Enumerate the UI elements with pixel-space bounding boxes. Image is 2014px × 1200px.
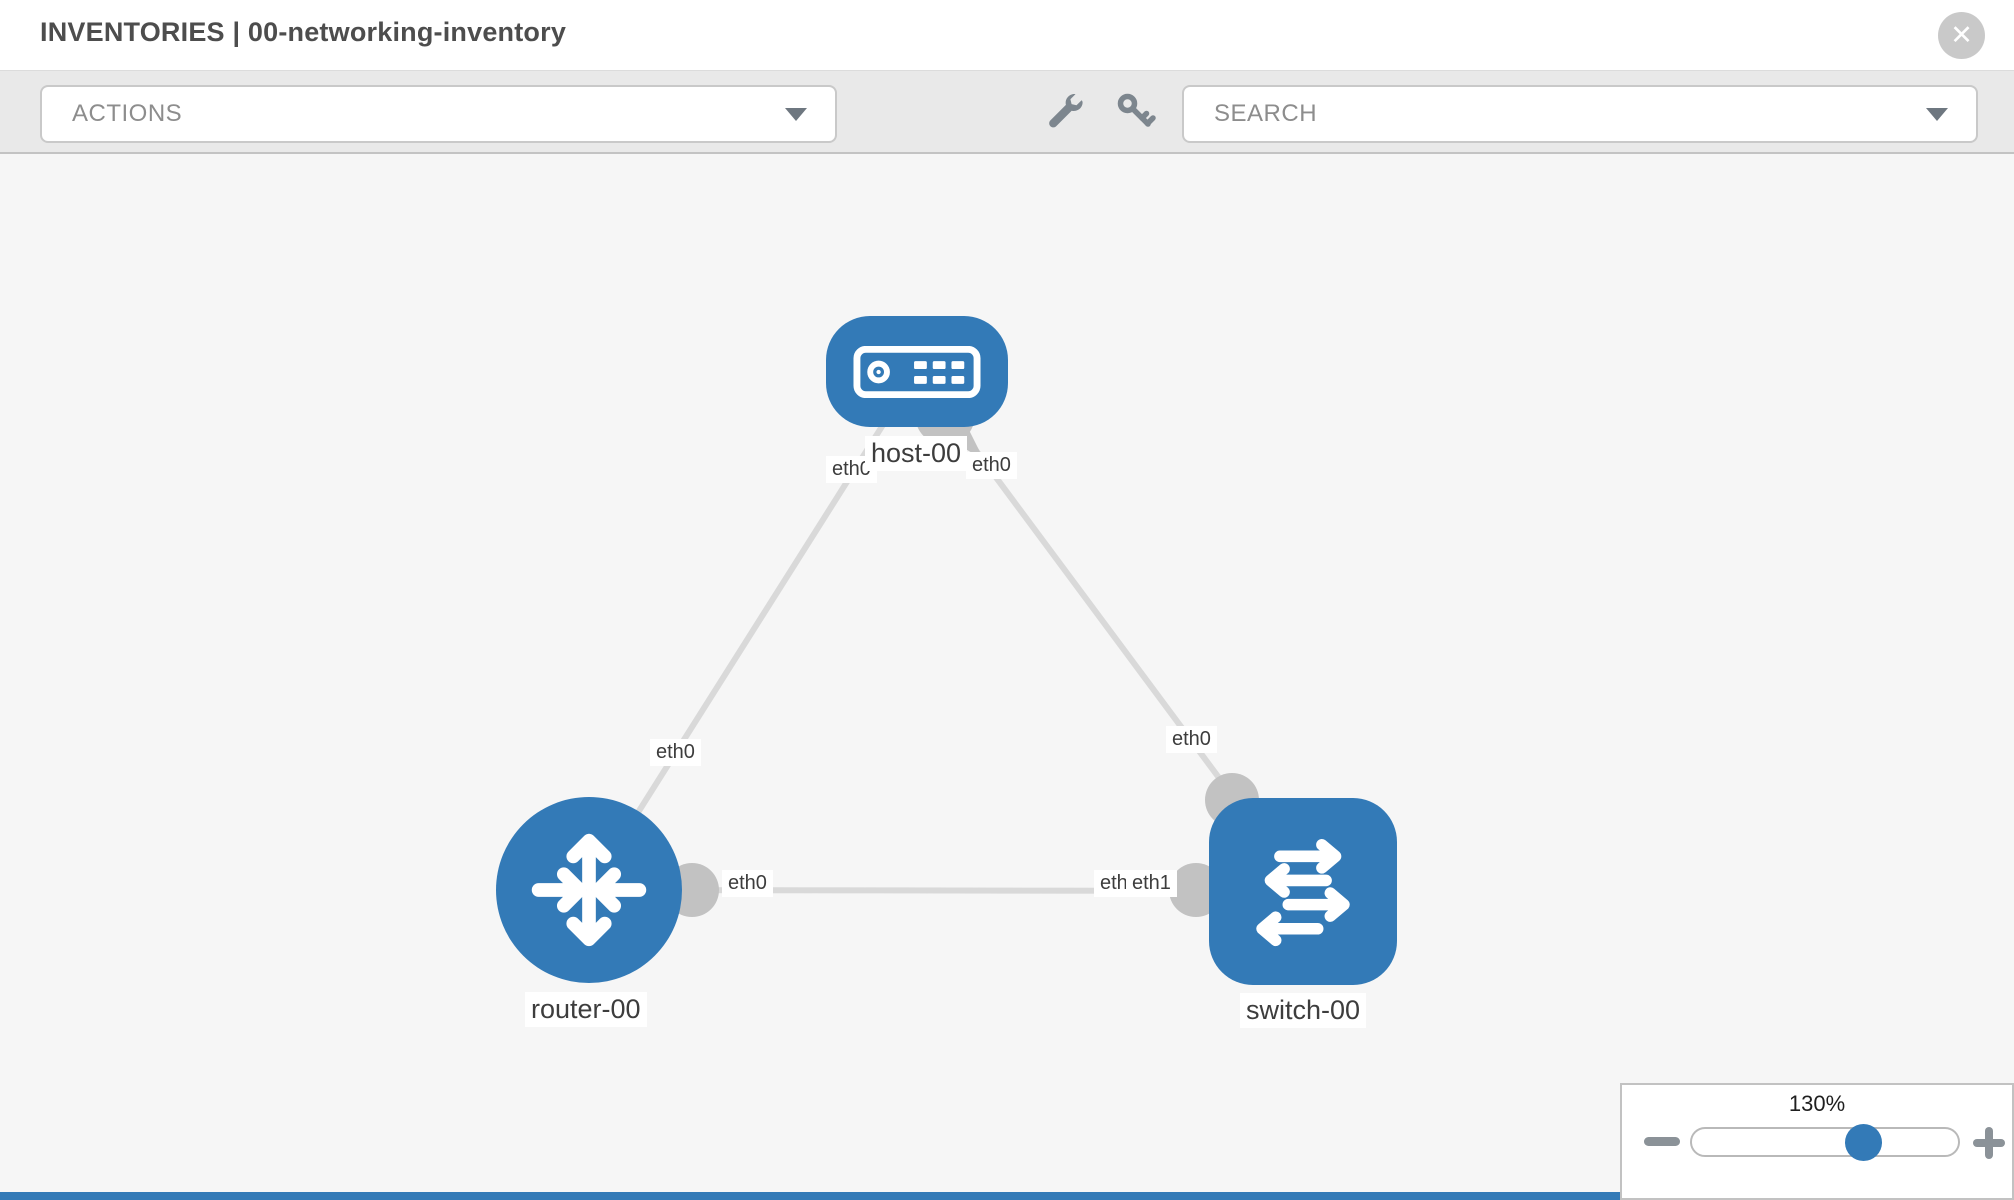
node-switch-00[interactable] (1209, 798, 1397, 985)
key-icon (1117, 93, 1156, 127)
search-dropdown[interactable]: SEARCH (1182, 85, 1978, 143)
interface-label: eth1 (1126, 870, 1177, 897)
search-dropdown-label: SEARCH (1214, 100, 1318, 127)
close-icon: ✕ (1950, 20, 1973, 50)
node-label-switch: switch-00 (1240, 993, 1367, 1028)
interface-label: eth0 (650, 739, 701, 766)
topology-canvas[interactable] (0, 154, 2014, 1200)
zoom-out-button minus-icon[interactable] (1644, 1137, 1680, 1146)
header: INVENTORIES | 00-networking-inventory ✕ (0, 0, 2014, 70)
zoom-slider-knob[interactable] (1845, 1124, 1882, 1161)
node-label-router: router-00 (525, 992, 647, 1027)
node-router-00[interactable] (496, 797, 682, 983)
chevron-down-icon (1926, 108, 1948, 121)
switch-icon (1256, 838, 1350, 946)
key-button[interactable] (1112, 88, 1160, 136)
server-icon (853, 345, 981, 398)
close-button[interactable]: ✕ (1938, 12, 1985, 59)
page-title: INVENTORIES | 00-networking-inventory (40, 17, 567, 47)
actions-dropdown[interactable]: ACTIONS (40, 85, 837, 143)
zoom-slider-track[interactable] (1690, 1127, 1960, 1157)
footer-accent-bar (0, 1192, 1620, 1200)
interface-label: eth0 (1166, 726, 1217, 753)
interface-label: eth0 (966, 452, 1017, 479)
tools-button[interactable] (1042, 88, 1090, 136)
interface-label: eth0 (722, 870, 773, 897)
zoom-in-button plus-icon[interactable] (1973, 1127, 2005, 1159)
node-host-00[interactable] (826, 316, 1008, 427)
wrench-icon (1049, 93, 1083, 128)
toolbar: ACTIONS SEARCH (0, 70, 2014, 154)
actions-dropdown-label: ACTIONS (72, 100, 183, 127)
node-label-host: host-00 (865, 436, 968, 471)
chevron-down-icon (785, 108, 807, 121)
router-icon (531, 833, 647, 947)
zoom-panel: 130% (1620, 1083, 2014, 1200)
zoom-level: 130% (1788, 1091, 1846, 1116)
